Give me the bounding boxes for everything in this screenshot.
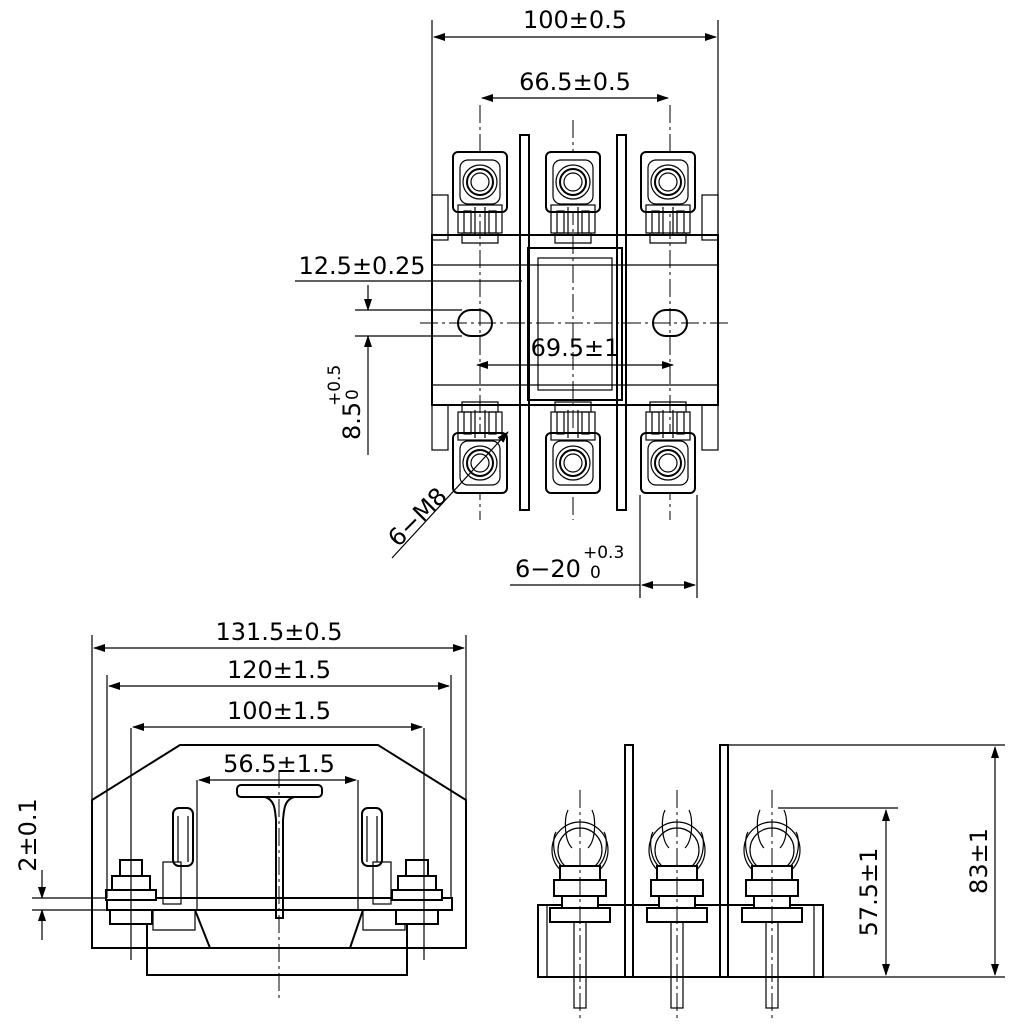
terminal-nut-top-right <box>640 151 696 213</box>
terminal-nut-bottom-center <box>545 432 601 494</box>
dim-front-bolt-centers: 100±1.5 <box>227 697 331 725</box>
terminal-nut-top-center <box>545 151 601 213</box>
dim-terminal-width: 6−20 +0.3 0 <box>515 543 624 583</box>
side-barrier-right <box>719 744 729 978</box>
breaker-body <box>431 234 719 406</box>
dim-slot-offset: 12.5±0.25 <box>299 252 426 280</box>
side-barrier-left <box>624 744 634 978</box>
svg-text:8.5: 8.5 <box>338 402 366 440</box>
terminal-nut-top-left <box>452 151 508 213</box>
terminal-nut-bottom-right <box>640 432 696 494</box>
dim-side-overall-height: 83±1 <box>965 828 993 894</box>
center-pole-cover <box>527 247 623 401</box>
bolt-callout: 6−M8 <box>382 482 452 552</box>
dim-front-rail-width: 56.5±1.5 <box>223 750 335 778</box>
dim-front-mid-width: 120±1.5 <box>227 656 331 684</box>
svg-text:6−20: 6−20 <box>515 555 581 583</box>
dim-slot-pitch: 69.5±1 <box>531 334 620 362</box>
front-view: 131.5±0.5 120±1.5 100±1.5 56.5±1.5 2±0.1 <box>14 618 467 998</box>
top-view: 100±0.5 66.5±0.5 12.5±0.25 69.5±1 8.5 +0… <box>295 6 730 598</box>
svg-text:+0.5: +0.5 <box>325 365 345 406</box>
dim-terminal-pitch: 66.5±0.5 <box>519 68 631 96</box>
side-view: 57.5±1 83±1 <box>537 744 1005 1020</box>
dim-side-terminal-height: 57.5±1 <box>855 848 883 937</box>
dim-front-plate-thickness: 2±0.1 <box>14 798 42 872</box>
svg-text:0: 0 <box>343 389 363 400</box>
dim-front-overall-width: 131.5±0.5 <box>216 618 343 646</box>
front-bolt-right <box>391 859 443 925</box>
dim-overall-width: 100±0.5 <box>523 6 627 34</box>
dim-slot-width: 8.5 +0.5 0 <box>325 365 366 440</box>
svg-text:+0.3: +0.3 <box>583 543 624 563</box>
svg-text:0: 0 <box>590 563 601 583</box>
